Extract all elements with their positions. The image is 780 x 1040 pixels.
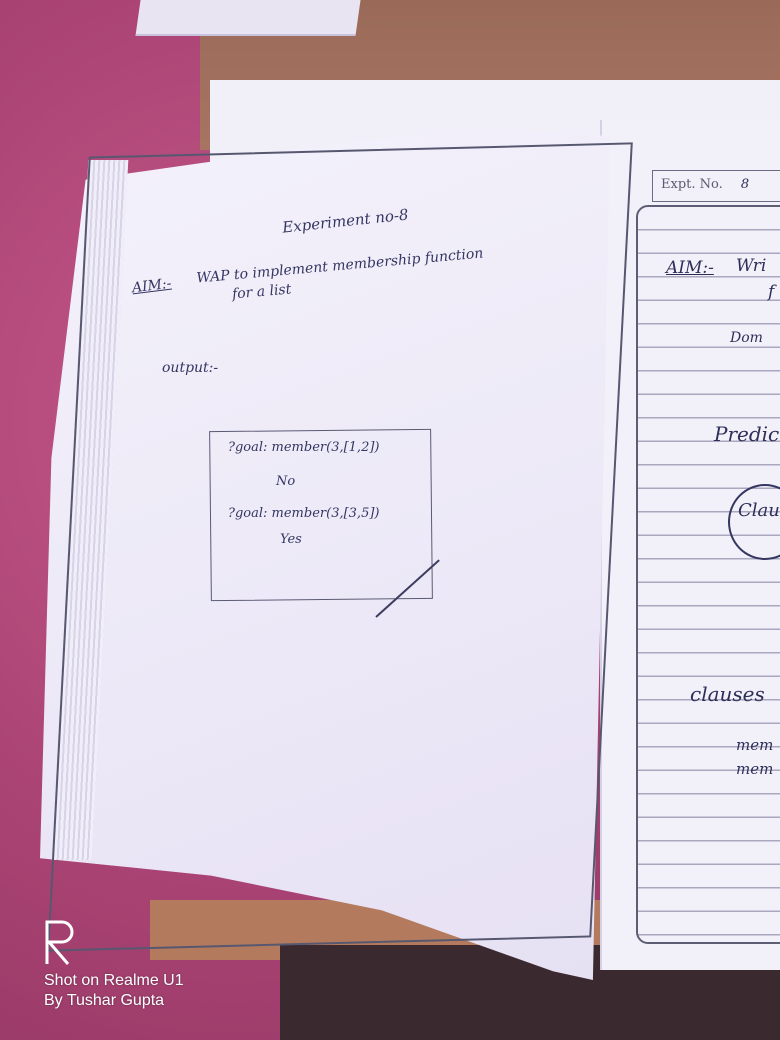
expt-number: 8 bbox=[740, 177, 750, 192]
expt-label: Expt. No. bbox=[661, 177, 723, 192]
watermark-line-1: Shot on Realme U1 bbox=[44, 972, 184, 989]
expt-number-box: Expt. No. 8 bbox=[652, 170, 780, 202]
right-domain-fragment: Dom bbox=[730, 330, 763, 346]
output-line-3: ?goal: member(3,[3,5]) bbox=[228, 506, 380, 521]
output-line-1: ?goal: member(3,[1,2]) bbox=[228, 440, 380, 455]
watermark-line-2: By Tushar Gupta bbox=[44, 992, 165, 1009]
corner-paper bbox=[135, 0, 361, 36]
right-mem-fragment-2: mem bbox=[736, 760, 774, 778]
right-clause-fragment: Clau bbox=[738, 500, 780, 521]
left-page bbox=[40, 127, 610, 980]
right-page-lined-box bbox=[636, 205, 780, 944]
right-aim-fragment: Wri bbox=[736, 256, 767, 276]
right-clauses-fragment: clauses bbox=[690, 682, 765, 706]
output-line-2: No bbox=[276, 474, 296, 489]
right-mem-fragment-1: mem bbox=[736, 736, 774, 754]
right-aim-fragment-2: f bbox=[768, 282, 775, 302]
realme-logo-icon bbox=[45, 920, 74, 965]
right-predicate-fragment: Predic bbox=[714, 422, 780, 446]
output-line-4: Yes bbox=[280, 532, 302, 547]
output-label: output:- bbox=[162, 360, 219, 376]
right-aim-label: AIM:- bbox=[666, 258, 714, 278]
